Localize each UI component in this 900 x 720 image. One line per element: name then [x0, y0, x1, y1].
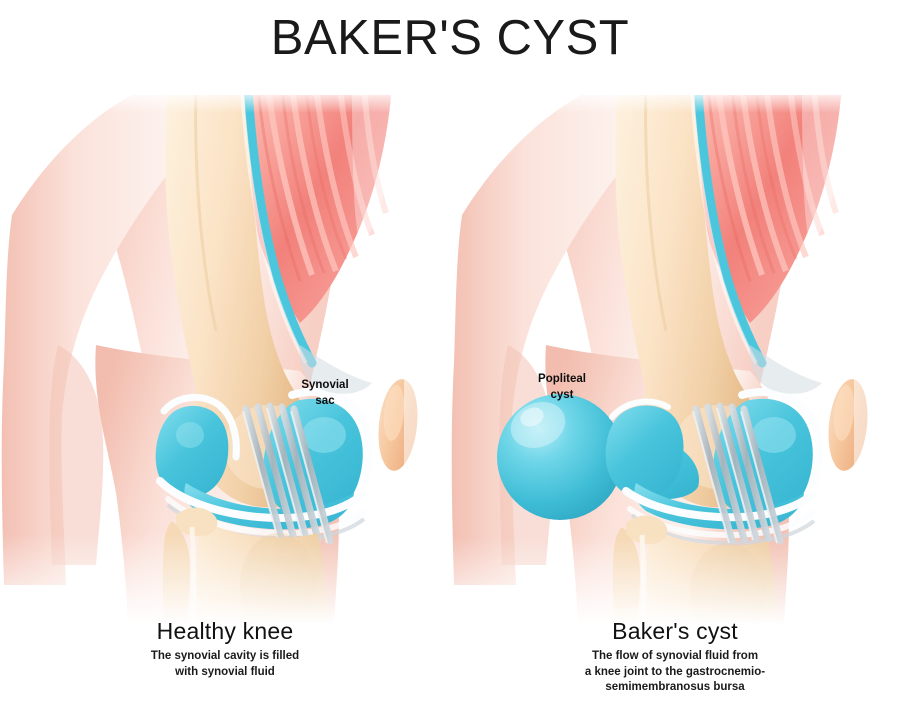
- top-fade: [450, 95, 900, 113]
- synovial-membrane-upper: [243, 95, 317, 368]
- joint-capsule: [156, 387, 373, 537]
- bottom-fade: [450, 537, 900, 625]
- bottom-fade: [0, 533, 450, 625]
- femur-bone: [165, 95, 318, 508]
- muscle-body: [249, 95, 392, 323]
- top-fade: [0, 95, 450, 113]
- right-fade: [404, 95, 450, 625]
- illustration-area: Synovial sac: [0, 95, 900, 625]
- page-title: BAKER'S CYST: [270, 11, 630, 65]
- tibial-plateau: [176, 507, 218, 537]
- popliteal-cyst-label: Popliteal cyst: [538, 373, 586, 401]
- caption-sub-line: semimembranosus bursa: [605, 680, 745, 693]
- caption-sub-line: a knee joint to the gastrocnemio-: [584, 665, 766, 678]
- ligament-fibers: [242, 402, 334, 545]
- bakers-cyst-caption-title: Baker's cyst: [612, 618, 738, 644]
- healthy-knee-anatomy: Synovial sac: [0, 95, 450, 625]
- captions-row: Healthy knee The synovial cavity is fill…: [0, 618, 900, 720]
- synovial-posterior-lobe: [605, 405, 684, 498]
- healthy-knee-caption-title: Healthy knee: [156, 618, 294, 644]
- patella-highlight: [833, 385, 855, 441]
- healthy-knee-caption-subtitle: The synovial cavity is filled with synov…: [0, 649, 450, 679]
- popliteal-shadow: [49, 345, 104, 565]
- healthy-knee-diagram: Synovial sac: [0, 95, 450, 625]
- bakers-cyst-anatomy: Popliteal cyst: [450, 95, 900, 625]
- synovial-membrane-upper: [693, 95, 767, 368]
- bakers-cyst-caption-subtitle: The flow of synovial fluid from a knee j…: [450, 649, 900, 695]
- synovial-posterior-lobe: [155, 405, 229, 498]
- muscle-body: [699, 95, 842, 323]
- bakers-cyst-caption: Baker's cyst The flow of synovial fluid …: [450, 618, 900, 695]
- cyst-highlight: [510, 402, 566, 448]
- upper-tendon-sheet: [749, 345, 822, 394]
- healthy-knee-caption: Healthy knee The synovial cavity is fill…: [0, 618, 450, 680]
- popliteal-cyst-label-line2: cyst: [550, 389, 573, 401]
- ligament-fibers: [692, 402, 784, 545]
- upper-tendon-sheet: [299, 345, 372, 394]
- synovial-sac-label-line1: Synovial: [301, 379, 348, 391]
- patella-highlight: [383, 385, 405, 441]
- femur-shaft-line: [194, 95, 218, 332]
- popliteal-cyst-label-line1: Popliteal: [538, 373, 586, 385]
- bakers-cyst-diagram: Popliteal cyst: [450, 95, 900, 625]
- caption-sub-line: The flow of synovial fluid from: [591, 650, 759, 663]
- synovial-sac-label: Synovial sac: [301, 379, 348, 407]
- femur-shaft-line: [644, 95, 668, 332]
- right-fade: [854, 95, 900, 625]
- caption-sub-line: with synovial fluid: [175, 665, 275, 678]
- synovial-sac-label-line2: sac: [315, 395, 335, 407]
- caption-sub-line: The synovial cavity is filled: [150, 650, 300, 663]
- hamstring-muscle: [699, 95, 850, 323]
